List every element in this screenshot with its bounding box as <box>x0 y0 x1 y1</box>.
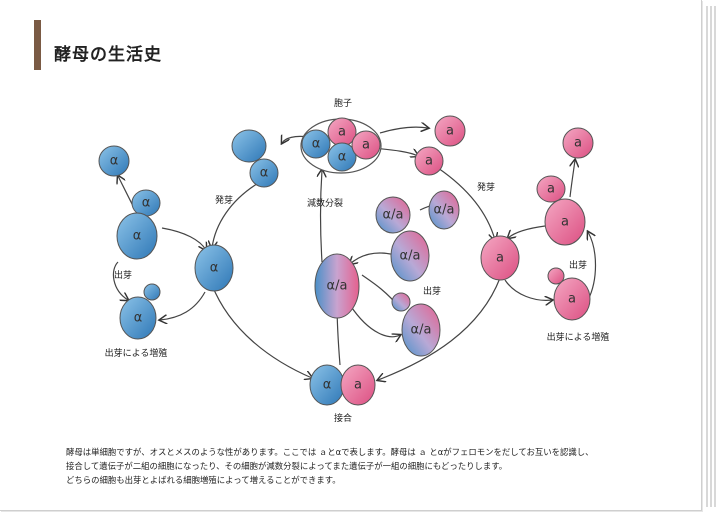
released-alpha-1 <box>231 129 267 163</box>
diploid-main: α/a <box>314 253 360 319</box>
svg-text:α: α <box>210 261 219 276</box>
spore-alpha-bottom: α <box>327 142 357 172</box>
right-a-budding: a a <box>536 175 586 246</box>
svg-text:a: a <box>561 215 569 230</box>
mating-alpha: α <box>309 364 345 406</box>
svg-text:a: a <box>574 136 582 151</box>
germination-label-right: 発芽 <box>477 181 495 193</box>
svg-text:α/a: α/a <box>434 203 455 218</box>
diploid-small-right: α/a <box>428 190 460 230</box>
bud-label-left: 出芽 <box>114 269 132 281</box>
spore-a-top: a <box>327 117 357 147</box>
left-alpha-small: α <box>98 145 130 177</box>
svg-text:α: α <box>260 166 269 181</box>
title-accent-bar <box>34 20 41 70</box>
description-line: どちらの細胞も出芽とよばれる細胞増殖によって増えることができます。 <box>66 475 341 485</box>
yeast-life-cycle-diagram: α a α a 胞子 α a a 発芽 <box>98 97 610 424</box>
svg-text:α: α <box>110 154 119 169</box>
right-a-large: a <box>480 235 520 281</box>
spore-a-right: a <box>351 130 381 160</box>
svg-text:α/a: α/a <box>411 323 432 338</box>
description-line: 接合して遺伝子が二組の細胞になったり、その細胞が減数分裂によってまた遺伝子が一組… <box>66 461 508 471</box>
description-line: 酵母は単細胞ですが、オスとメスのような性があります。ここでは ａとαで表します。… <box>66 447 594 457</box>
left-alpha-large: α <box>194 244 234 292</box>
svg-text:α/a: α/a <box>327 279 348 294</box>
released-alpha-2: α <box>249 158 279 188</box>
svg-text:a: a <box>446 124 454 139</box>
budding-growth-label-left: 出芽による増殖 <box>105 347 168 359</box>
right-a-small: a <box>562 127 594 159</box>
arrows <box>112 127 597 380</box>
left-alpha-budding: α α <box>116 189 161 260</box>
svg-text:a: a <box>338 125 346 140</box>
svg-text:α/a: α/a <box>383 208 404 223</box>
spore-label: 胞子 <box>334 97 352 109</box>
germination-label-left: 発芽 <box>215 194 233 206</box>
budding-growth-label-right: 出芽による増殖 <box>547 331 610 343</box>
svg-text:a: a <box>496 251 504 266</box>
description: 酵母は単細胞ですが、オスとメスのような性があります。ここでは ａとαで表します。… <box>66 445 676 487</box>
right-a-bud-start: a <box>547 267 591 321</box>
svg-text:α/a: α/a <box>400 249 421 264</box>
svg-text:a: a <box>362 138 370 153</box>
diploid-bud-start: α/a <box>391 292 441 357</box>
svg-text:α: α <box>142 196 151 211</box>
svg-text:a: a <box>568 292 576 307</box>
bud-label-center: 出芽 <box>423 285 441 297</box>
svg-text:α: α <box>338 150 347 165</box>
page-title: 酵母の生活史 <box>54 45 162 65</box>
bud-label-right: 出芽 <box>569 259 587 271</box>
svg-text:a: a <box>425 154 433 169</box>
page-edge <box>714 6 716 507</box>
svg-text:a: a <box>354 378 362 393</box>
diploid-budding-top: α/a α/a <box>375 196 430 282</box>
left-alpha-bud-start: α <box>119 283 161 340</box>
spore-alpha-left: α <box>301 129 331 159</box>
svg-text:α: α <box>134 311 143 326</box>
mating-a: a <box>340 364 376 406</box>
mating-label: 接合 <box>334 412 352 424</box>
released-a-2: a <box>414 146 444 176</box>
svg-text:α: α <box>312 137 321 152</box>
meiosis-label: 減数分裂 <box>307 197 343 209</box>
page-edge <box>706 6 708 507</box>
page-edge <box>710 6 712 507</box>
svg-text:α: α <box>323 378 332 393</box>
page: 酵母の生活史 <box>0 0 702 511</box>
released-a-1: a <box>434 115 466 147</box>
svg-text:α: α <box>133 229 142 244</box>
svg-text:a: a <box>547 182 555 197</box>
